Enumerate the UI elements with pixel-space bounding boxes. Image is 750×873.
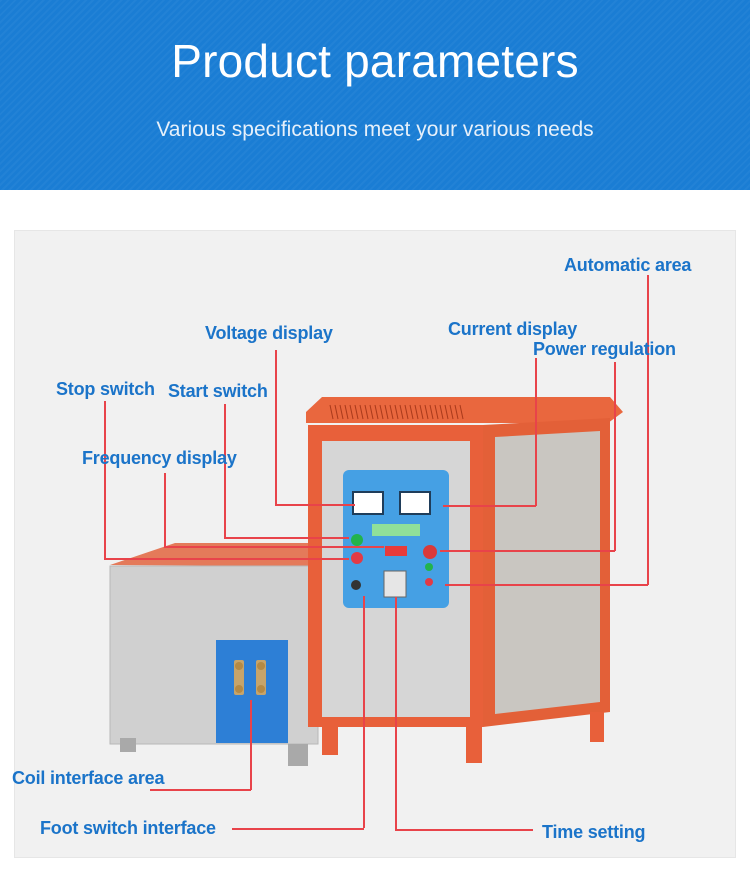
label-frequency-display: Frequency display xyxy=(82,448,237,468)
leader-voltage-display xyxy=(275,350,277,505)
timer-unit xyxy=(383,570,407,598)
label-stop-switch: Stop switch xyxy=(56,379,155,399)
stop-button xyxy=(351,552,363,564)
label-foot-switch-interface: Foot switch interface xyxy=(40,818,216,838)
label-automatic-area: Automatic area xyxy=(564,255,692,275)
label-current-display: Current display xyxy=(448,319,578,339)
label-coil-interface-area: Coil interface area xyxy=(12,768,165,788)
label-start-switch: Start switch xyxy=(168,381,268,401)
start-button xyxy=(351,534,363,546)
leader-coil-interface xyxy=(250,700,252,790)
power-knob xyxy=(423,545,437,559)
leader-automatic-area xyxy=(647,275,649,585)
side-box-top xyxy=(110,543,318,566)
leader-power-regulation xyxy=(614,362,616,551)
coil-interface-plate xyxy=(216,640,288,743)
voltage-meter xyxy=(352,491,384,515)
page-title: Product parameters xyxy=(171,35,579,87)
leader-time-setting xyxy=(395,597,397,830)
leader-frequency-display xyxy=(164,473,166,547)
label-power-regulation: Power regulation xyxy=(533,339,676,359)
leader-foot-switch xyxy=(363,596,365,828)
label-voltage-display: Voltage display xyxy=(205,323,333,343)
foot-switch-socket xyxy=(351,580,361,590)
header-banner: Product parameters Various specification… xyxy=(0,0,750,190)
leader-start-switch xyxy=(224,404,226,538)
leader-stop-switch xyxy=(104,401,106,559)
cabinet-lid xyxy=(306,397,623,423)
leader-current-display xyxy=(535,358,537,506)
page-subtitle: Various specifications meet your various… xyxy=(156,118,594,141)
terminal-strip xyxy=(372,524,420,536)
frequency-readout xyxy=(385,546,407,556)
current-meter xyxy=(399,491,431,515)
label-time-setting: Time setting xyxy=(542,822,646,842)
